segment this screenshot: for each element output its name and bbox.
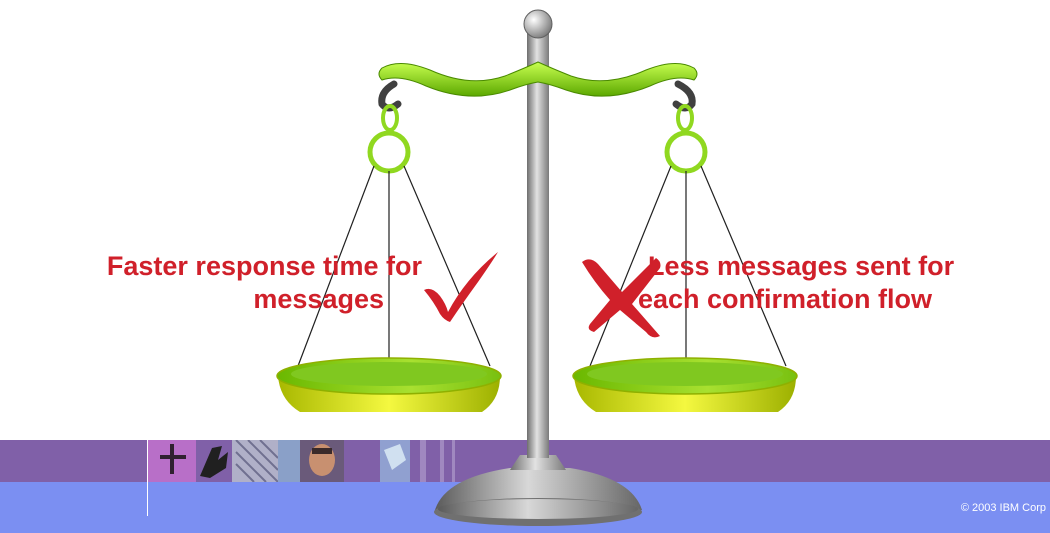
right-pan-label-line-1: Less messages sent for — [648, 250, 954, 283]
scale-base — [434, 455, 642, 526]
right-pan-label-line-2: each confirmation flow — [638, 283, 954, 316]
copyright-notice: © 2003 IBM Corp — [961, 502, 1046, 514]
left-hook — [370, 84, 408, 171]
right-pan — [573, 358, 797, 412]
right-hook — [667, 84, 705, 171]
scale-knob — [524, 10, 552, 38]
left-pan-label: Faster response time for messages — [8, 250, 422, 316]
left-pan-label-line-2: messages — [8, 283, 422, 316]
left-pan-label-line-1: Faster response time for — [8, 250, 422, 283]
scale-pole — [527, 30, 549, 458]
right-pan-label: Less messages sent for each confirmation… — [648, 250, 954, 316]
left-pan — [277, 358, 501, 412]
check-mark-icon — [424, 252, 498, 322]
